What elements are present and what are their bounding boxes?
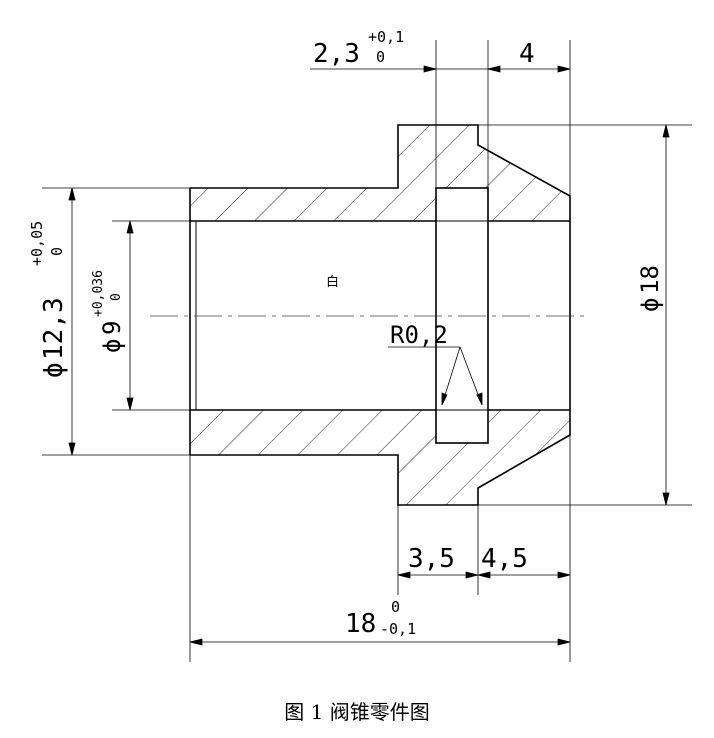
dim-radius: R0,2 <box>390 321 448 349</box>
dim-top-groove: 2,3 +0,1 0 <box>313 28 404 69</box>
svg-text:0: 0 <box>376 48 385 66</box>
svg-text:0: 0 <box>48 247 66 256</box>
svg-text:-0,1: -0,1 <box>380 620 416 638</box>
extension-lines <box>42 40 692 662</box>
svg-text:+0,036: +0,036 <box>91 270 106 317</box>
surface-mark: 白 <box>326 274 339 290</box>
section-hatching <box>190 125 570 505</box>
svg-text:+0,1: +0,1 <box>368 28 404 46</box>
svg-text:ϕ: ϕ <box>98 339 126 353</box>
svg-text:18: 18 <box>636 265 664 294</box>
svg-text:0: 0 <box>109 293 124 301</box>
dim-bore-diameter: ϕ 9 +0,036 0 <box>91 270 126 353</box>
svg-text:+0,05: +0,05 <box>28 221 46 266</box>
svg-text:2,3: 2,3 <box>313 39 360 69</box>
svg-text:9: 9 <box>98 321 126 335</box>
svg-text:ϕ: ϕ <box>636 298 664 312</box>
dimension-lines <box>68 65 670 646</box>
svg-text:12,3: 12,3 <box>39 297 69 360</box>
dim-max-diameter: ϕ 18 <box>636 265 664 312</box>
dim-bottom-left: 3,5 <box>408 544 455 574</box>
svg-text:0: 0 <box>391 598 400 616</box>
dim-top-right: 4 <box>519 39 535 69</box>
figure-caption: 图 1 阀锥零件图 <box>284 700 429 724</box>
dim-overall-length: 18 0 -0,1 <box>345 598 416 639</box>
part-outline <box>189 124 571 506</box>
dim-outer-diameter: ϕ 12,3 +0,05 0 <box>28 221 69 378</box>
svg-text:18: 18 <box>345 609 376 639</box>
dim-bottom-right: 4,5 <box>481 544 528 574</box>
svg-text:ϕ: ϕ <box>39 362 69 378</box>
